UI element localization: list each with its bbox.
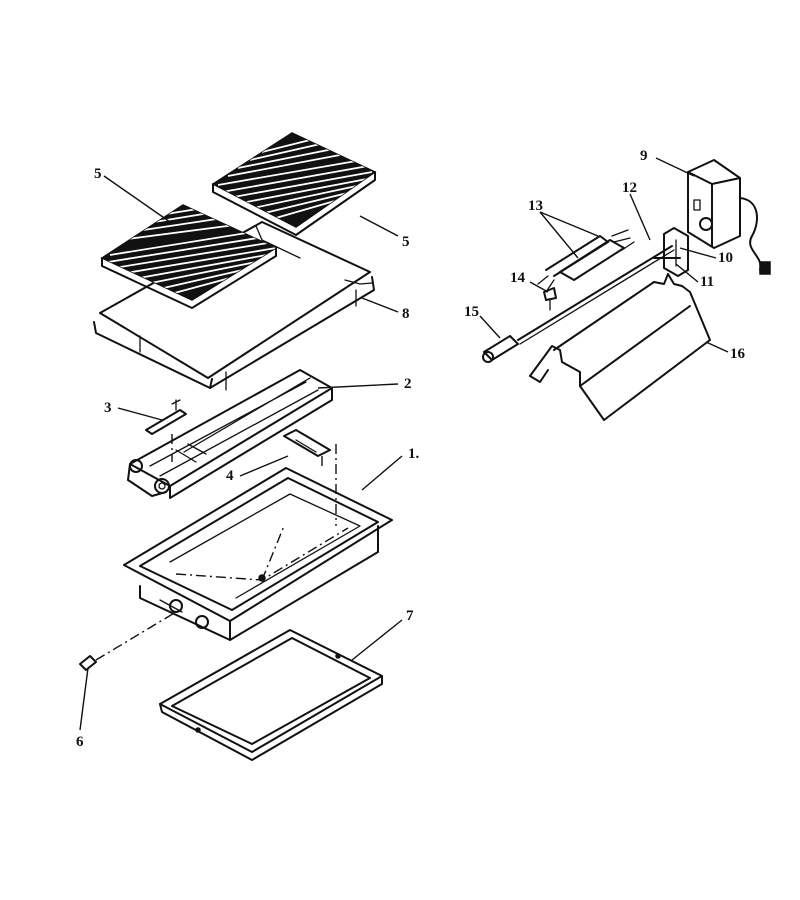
knob-fitting: [79, 611, 177, 671]
callout-6: 6: [76, 734, 84, 750]
callout-5-left: 5: [94, 166, 102, 182]
callout-8: 8: [402, 306, 410, 322]
broiler-pan: [123, 467, 393, 641]
spit-rod: [517, 245, 675, 345]
callout-7: 7: [406, 608, 414, 624]
bracket-3: [145, 399, 187, 462]
callout-14: 14: [510, 270, 526, 286]
callout-10: 10: [718, 250, 733, 266]
callout-12: 12: [622, 180, 637, 196]
callout-4: 4: [226, 468, 234, 484]
callout-11: 11: [700, 274, 714, 290]
callout-2: 2: [404, 376, 412, 392]
callout-labels: 5 5 8 2 3 4 1. 7 6 9 12 13 10 11 14 15 1…: [76, 148, 746, 750]
callout-16: 16: [730, 346, 746, 362]
callout-1: 1.: [408, 446, 420, 462]
callout-5-right: 5: [402, 234, 410, 250]
drip-tray: [159, 629, 383, 761]
callout-15: 15: [464, 304, 479, 320]
callout-13: 13: [528, 198, 543, 214]
bracket-4: [283, 429, 337, 526]
grate-left: [100, 204, 278, 309]
grate-right: [211, 132, 377, 236]
motor-bracket: [653, 227, 689, 277]
spit-support-rack: [529, 273, 711, 421]
leader-lines: [79, 157, 729, 731]
rotisserie-motor: [687, 159, 771, 275]
spit-handle: [482, 335, 519, 363]
thumbscrew: [543, 287, 557, 311]
callout-9: 9: [640, 148, 648, 164]
callout-3: 3: [104, 400, 112, 416]
